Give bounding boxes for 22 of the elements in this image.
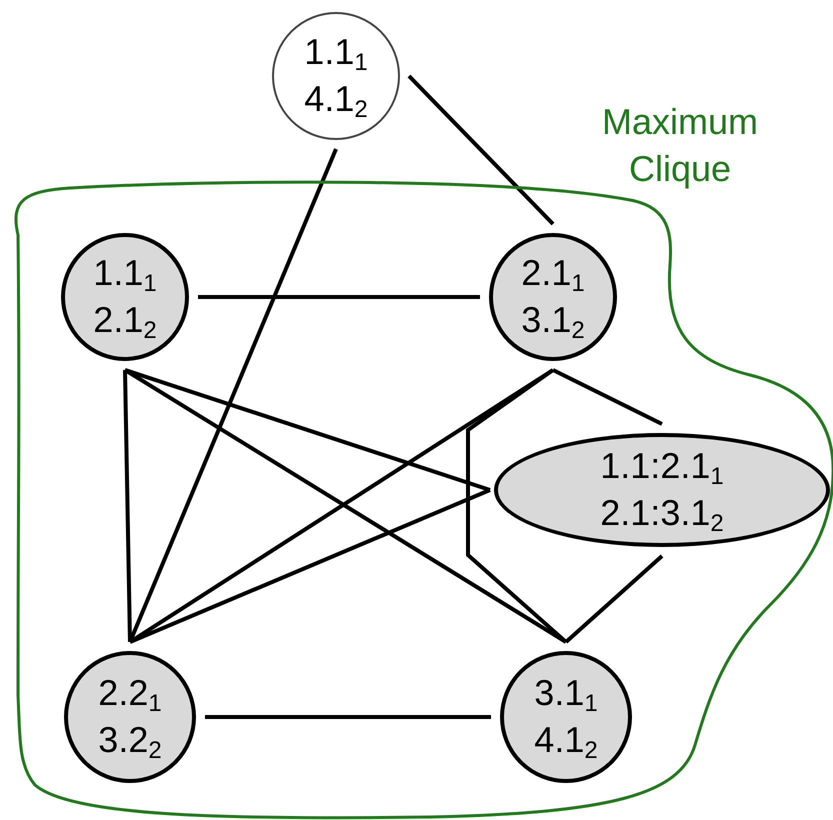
region-label: Maximum Clique xyxy=(600,100,759,191)
vertex-label: 1.1$_{1}$ xyxy=(304,30,368,76)
edge-line xyxy=(205,715,491,719)
vertex-label: 2.1:3.1$_{2}$ xyxy=(600,491,724,537)
vertex-label: 3.1$_{2}$ xyxy=(521,298,585,344)
edge-line xyxy=(552,368,663,426)
vertex-label: 3.1$_{1}$ xyxy=(534,671,598,717)
edge-line xyxy=(564,554,664,644)
edge-line xyxy=(129,488,491,644)
vertex-label: 2.2$_{1}$ xyxy=(98,671,162,717)
edge-line xyxy=(123,370,132,642)
edge-line xyxy=(124,368,491,492)
vertex-label: 1.1:2.1$_{1}$ xyxy=(600,444,724,490)
vertex-label: 2.1$_{2}$ xyxy=(93,298,157,344)
edge-line xyxy=(408,74,554,226)
edge-line xyxy=(466,368,568,644)
vertex-label: 4.1$_{2}$ xyxy=(534,718,598,764)
vertex-label: 3.2$_{2}$ xyxy=(98,718,162,764)
edge-line xyxy=(198,295,480,299)
vertex-label: 4.1$_{2}$ xyxy=(304,77,368,123)
vertex-label: 1.1$_{1}$ xyxy=(93,251,157,297)
vertex-label: 2.1$_{1}$ xyxy=(521,251,585,297)
